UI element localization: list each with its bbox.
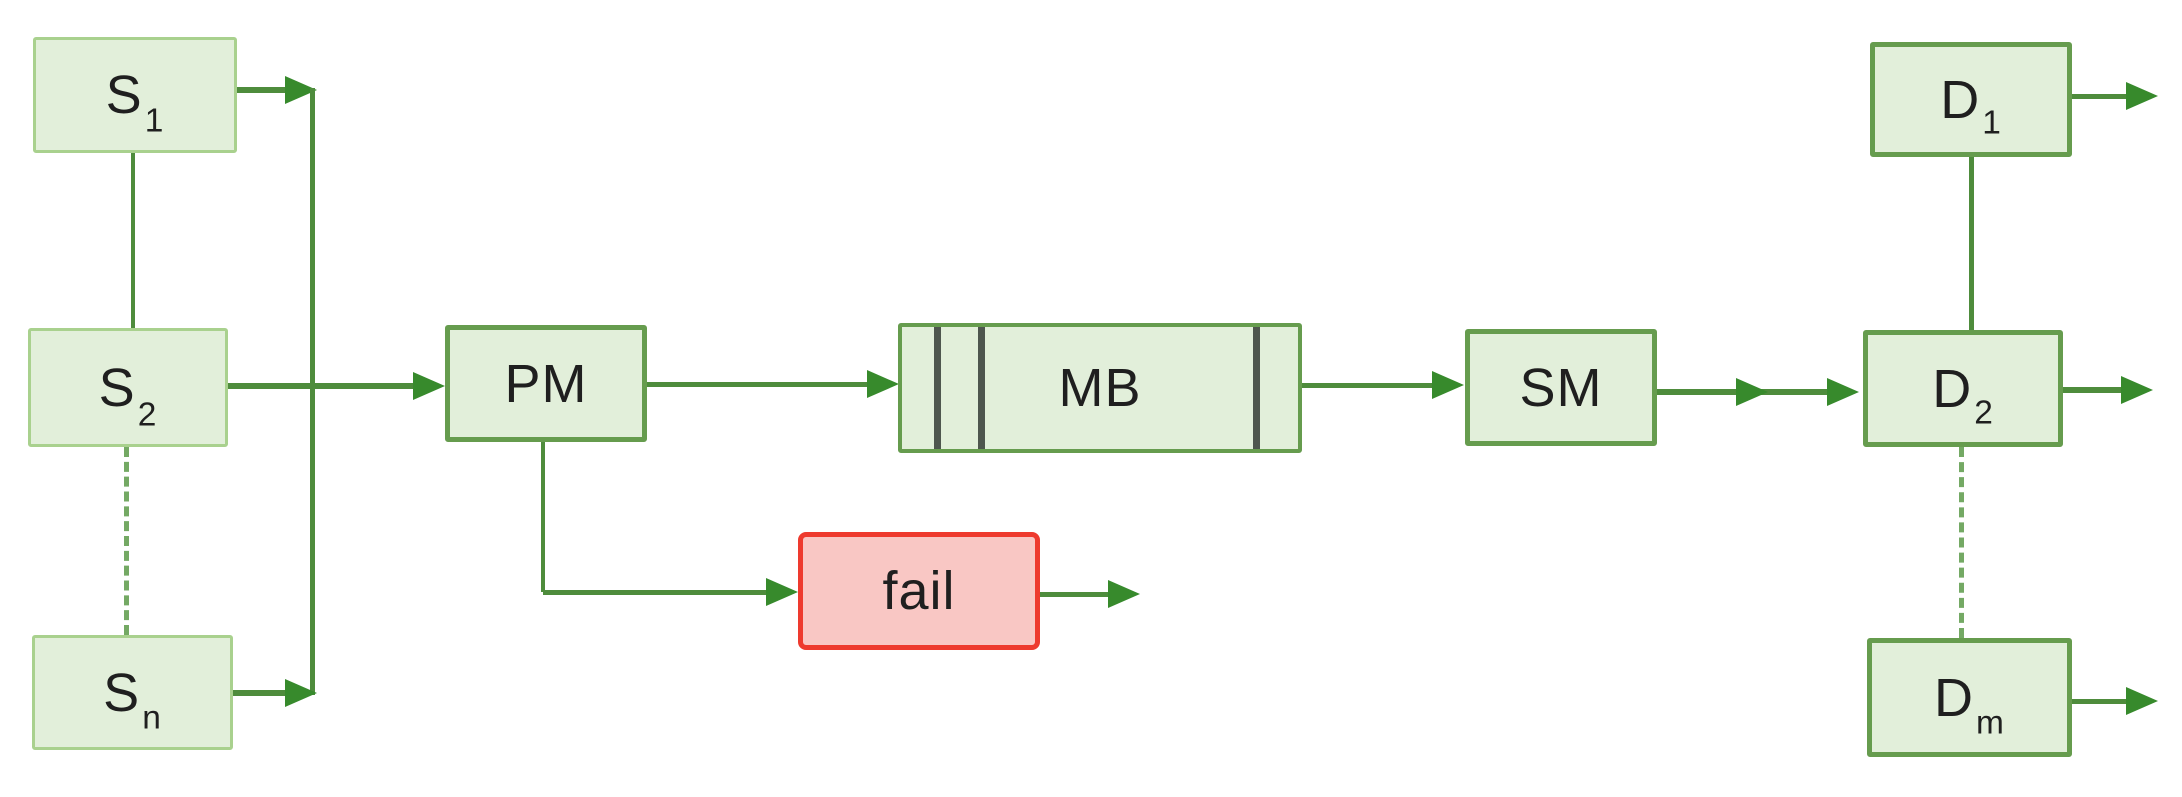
connector-mb-sm bbox=[1302, 383, 1432, 388]
arrowhead-icon bbox=[285, 679, 317, 707]
node-label-subscript: m bbox=[1976, 704, 2005, 742]
node-label: D bbox=[1940, 69, 1981, 130]
connector-s1-out bbox=[237, 87, 289, 93]
node-label: S bbox=[103, 662, 141, 723]
node-label-subscript: 1 bbox=[1982, 104, 2002, 142]
connector-sn-out bbox=[233, 690, 285, 696]
node-label: D bbox=[1932, 358, 1973, 419]
node-mb-queue: MB bbox=[898, 323, 1302, 453]
node-label: fail bbox=[882, 561, 956, 621]
arrowhead-icon bbox=[766, 578, 798, 606]
node-label: SM bbox=[1519, 357, 1603, 418]
connector-fail-out bbox=[1040, 592, 1110, 597]
arrowhead-icon bbox=[867, 370, 899, 398]
connector-pm-mb bbox=[647, 382, 869, 387]
node-label: MB bbox=[1058, 358, 1142, 418]
arrowhead-icon bbox=[413, 372, 445, 400]
arrowhead-icon bbox=[1827, 378, 1859, 406]
connector-s2-sn-dashed bbox=[124, 447, 129, 635]
node-label-subscript: n bbox=[142, 699, 162, 737]
connector-source-collector bbox=[310, 88, 315, 695]
connector-d2-out bbox=[2063, 387, 2121, 393]
node-label: S bbox=[98, 357, 136, 418]
arrowhead-icon bbox=[1108, 580, 1140, 608]
node-label-subscript: 2 bbox=[1974, 394, 1994, 432]
queue-slot-bar bbox=[978, 327, 985, 449]
arrowhead-icon bbox=[2126, 82, 2158, 110]
connector-s1-s2 bbox=[131, 153, 135, 328]
arrowhead-icon bbox=[1432, 371, 1464, 399]
node-label: S bbox=[105, 65, 143, 125]
connector-d1-out bbox=[2072, 94, 2126, 99]
connector-pm-drop bbox=[541, 442, 545, 592]
queue-slot-bar bbox=[934, 327, 941, 449]
node-sm: SM bbox=[1465, 329, 1657, 446]
node-pm: PM bbox=[445, 325, 647, 442]
node-label-subscript: 1 bbox=[144, 102, 165, 140]
arrowhead-icon bbox=[2126, 687, 2158, 715]
arrowhead-icon bbox=[2121, 376, 2153, 404]
connector-d2-dm-dashed bbox=[1959, 447, 1964, 638]
queue-slot-bar bbox=[1253, 327, 1260, 449]
node-label-subscript: 2 bbox=[137, 396, 158, 434]
connector-s2-pm bbox=[228, 383, 414, 389]
connector-d1-d2 bbox=[1969, 157, 1974, 330]
node-label: D bbox=[1934, 667, 1975, 728]
node-label: PM bbox=[504, 353, 588, 414]
arrowhead-icon bbox=[1736, 378, 1768, 406]
node-fail: fail bbox=[798, 532, 1040, 650]
connector-dm-out bbox=[2072, 699, 2126, 704]
connector-pm-fail bbox=[543, 590, 768, 595]
